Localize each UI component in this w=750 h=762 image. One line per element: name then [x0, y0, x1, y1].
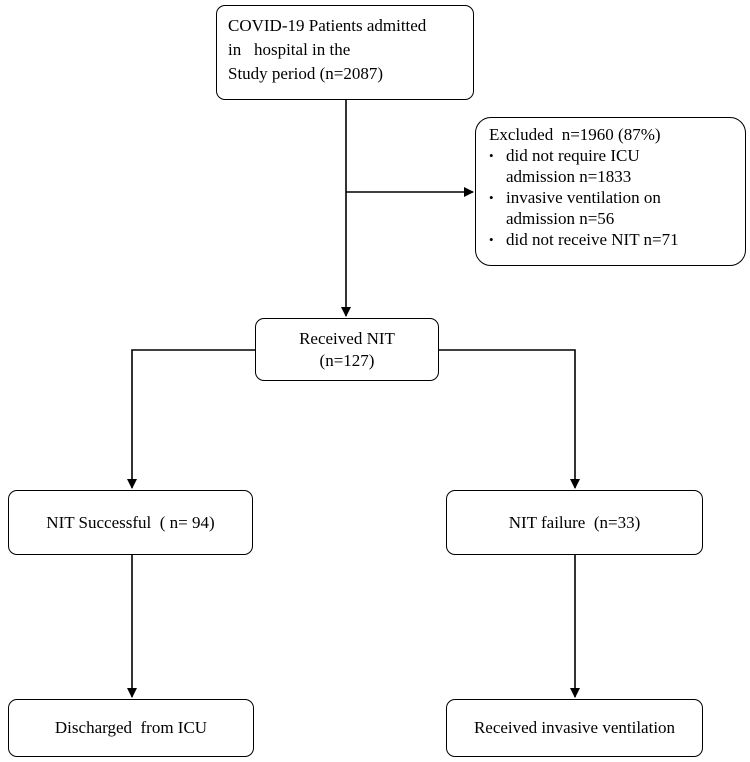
start-line-2: in hospital in the [228, 40, 351, 59]
nit-failure-box: NIT failure (n=33) [446, 490, 703, 555]
arrow-received-to-success [127, 349, 255, 489]
start-line-1: COVID-19 Patients admitted [228, 16, 427, 35]
nit-successful-box: NIT Successful ( n= 94) [8, 490, 253, 555]
bullet-icon: • [489, 148, 494, 163]
excluded-box: Excluded n=1960 (87%) • did not require … [475, 117, 746, 266]
excluded-item-text: did not receive NIT n=71 [506, 230, 679, 249]
excluded-item-icu: • did not require ICU admission n=1833 [489, 145, 711, 187]
bullet-icon: • [489, 232, 494, 247]
excluded-item-nit: • did not receive NIT n=71 [489, 229, 736, 250]
discharged-box: Discharged from ICU [8, 699, 254, 757]
nit-successful-label: NIT Successful ( n= 94) [46, 512, 215, 532]
excluded-item-invasive: • invasive ventilation on admission n=56 [489, 187, 711, 229]
received-nit-count: (n=127) [319, 350, 375, 370]
start-line-3: Study period (n=2087) [228, 64, 384, 83]
excluded-item-text: did not require ICU admission n=1833 [506, 146, 640, 186]
invasive-ventilation-label: Received invasive ventilation [473, 718, 676, 737]
bullet-icon: • [489, 190, 494, 205]
excluded-item-text: invasive ventilation on admission n=56 [506, 188, 661, 228]
start-box: COVID-19 Patients admitted in hospital i… [216, 5, 474, 100]
excluded-heading: Excluded n=1960 (87%) [489, 125, 661, 144]
invasive-ventilation-box: Received invasive ventilation [446, 699, 703, 757]
excluded-list: • did not require ICU admission n=1833 •… [489, 145, 735, 250]
nit-failure-label: NIT failure (n=33) [508, 512, 641, 532]
arrow-received-to-failure [439, 349, 580, 489]
discharged-label: Discharged from ICU [54, 718, 208, 737]
received-nit-label: Received NIT [299, 328, 395, 348]
received-nit-box: Received NIT (n=127) [255, 318, 439, 381]
